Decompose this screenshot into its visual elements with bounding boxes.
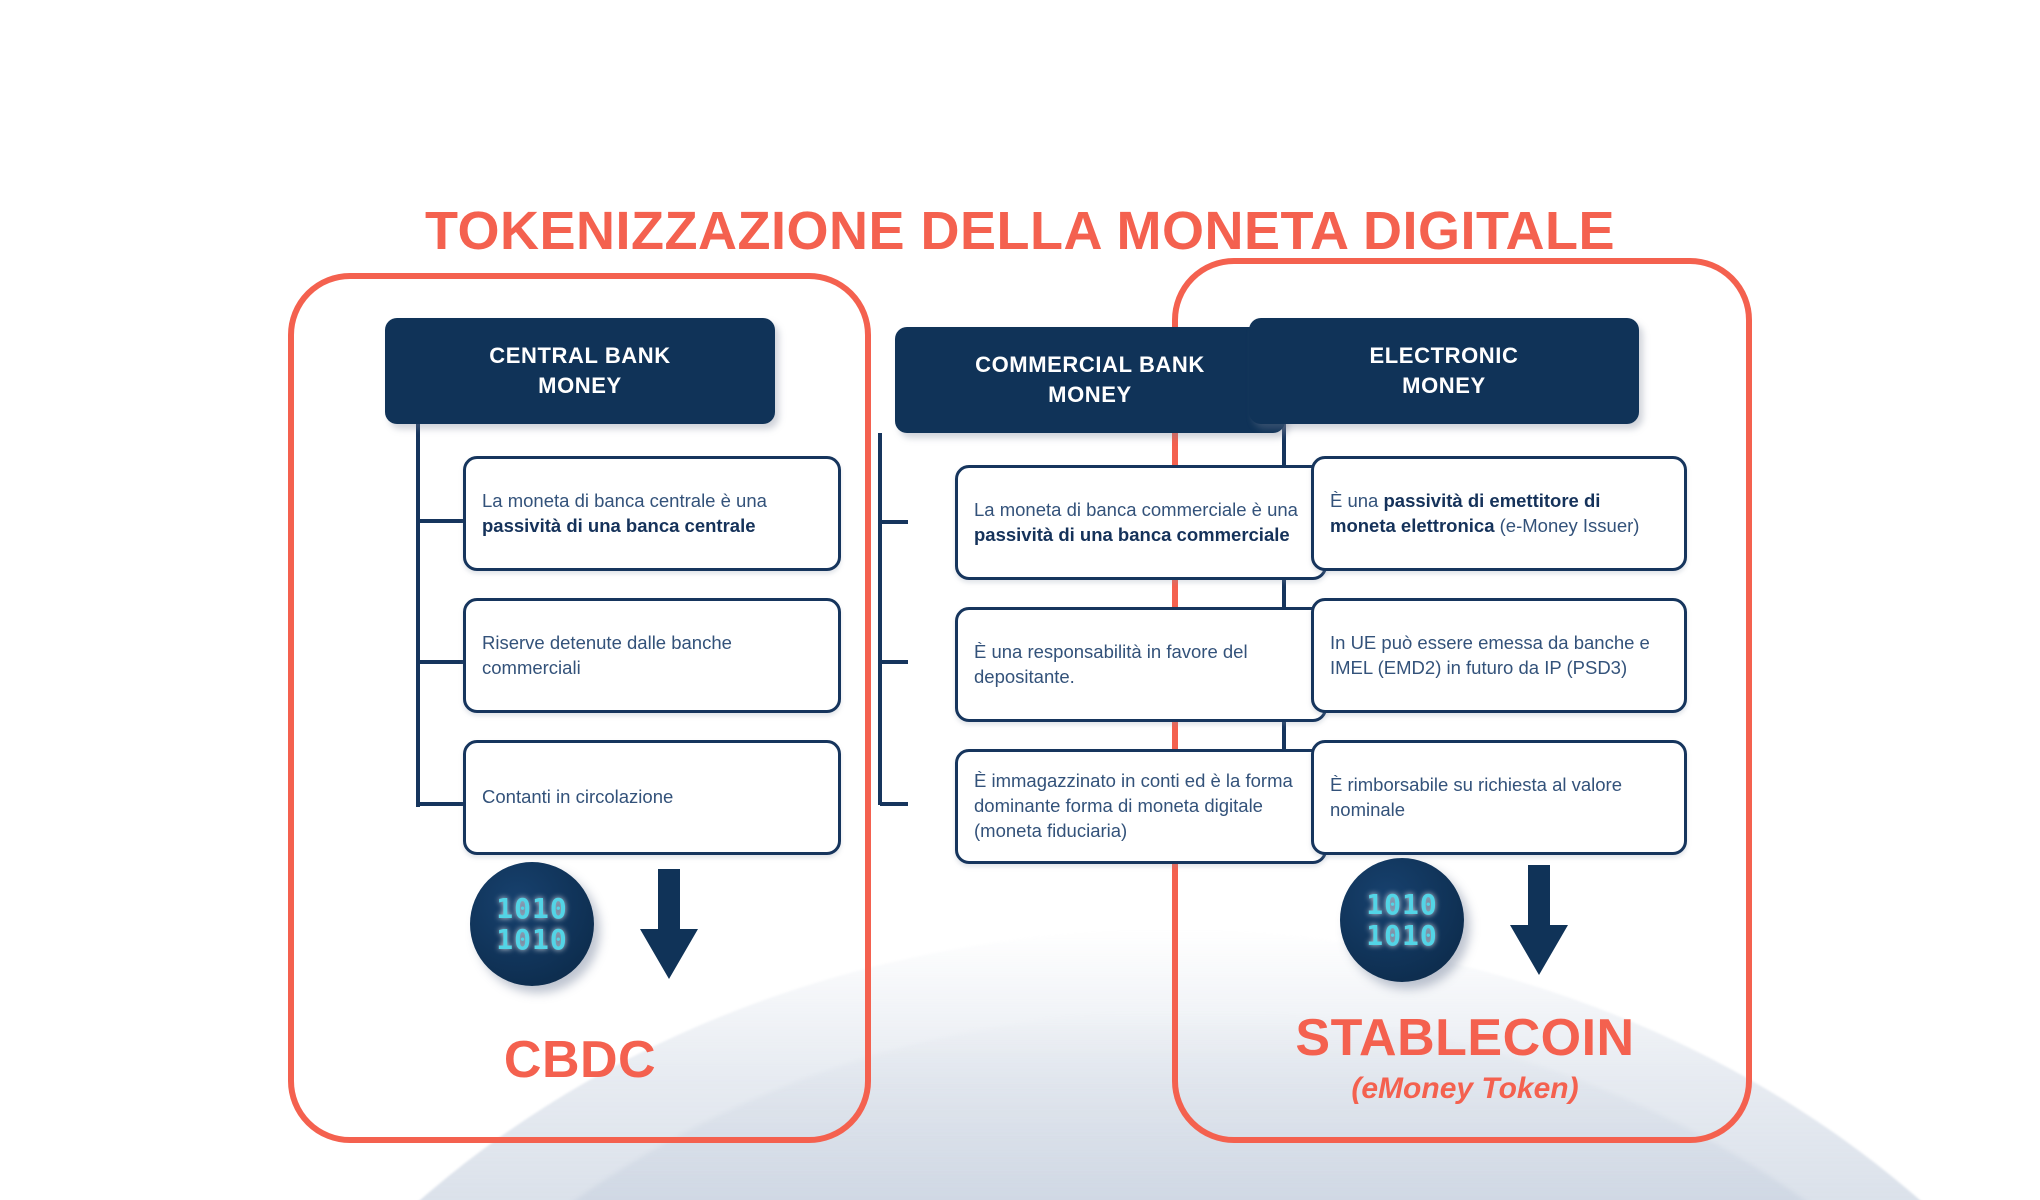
outcome-row-stablecoin: 1010 1010: [1340, 858, 1570, 982]
column-header-line1: COMMERCIAL BANK: [975, 352, 1205, 378]
fact-card: È rimborsabile su richiesta al valore no…: [1311, 740, 1687, 855]
digital-coin-icon: 1010 1010: [470, 862, 594, 986]
fact-card: Contanti in circolazione: [463, 740, 841, 855]
item-list-central-bank-money: La moneta di banca centrale è una passiv…: [385, 456, 841, 855]
outcome-label-sub: (eMoney Token): [1351, 1072, 1579, 1105]
fact-card: In UE può essere emessa da banche e IMEL…: [1311, 598, 1687, 713]
outcome-label-main: STABLECOIN: [1295, 1009, 1635, 1067]
outcome-row-cbdc: 1010 1010: [470, 862, 700, 986]
background-left-fade: [0, 0, 230, 1200]
column-commercial-bank-money: COMMERCIAL BANK MONEY La moneta di banca…: [895, 327, 1327, 891]
fact-text: La moneta di banca commerciale è una pas…: [974, 498, 1298, 545]
fact-text: La moneta di banca centrale è una passiv…: [482, 489, 767, 536]
arrow-down-icon: [640, 868, 698, 979]
column-central-bank-money: CENTRAL BANK MONEY La moneta di banca ce…: [385, 318, 841, 882]
column-header-line2: MONEY: [1048, 382, 1132, 407]
column-header-line2: MONEY: [538, 373, 622, 398]
page-title: TOKENIZZAZIONE DELLA MONETA DIGITALE: [425, 201, 1615, 261]
fact-text: Riserve detenute dalle banche commercial…: [482, 631, 732, 678]
outcome-label-main: CBDC: [503, 1031, 657, 1089]
column-header-line1: CENTRAL BANK: [489, 343, 671, 369]
column-header-electronic-money: ELECTRONIC MONEY: [1249, 318, 1639, 424]
fact-text: È rimborsabile su richiesta al valore no…: [1330, 773, 1623, 820]
outcome-label-stablecoin: STABLECOIN (eMoney Token): [1175, 1008, 1755, 1106]
fact-card: È immagazzinato in conti ed è la forma d…: [955, 749, 1327, 864]
column-header-central-bank-money: CENTRAL BANK MONEY: [385, 318, 775, 424]
fact-card: La moneta di banca centrale è una passiv…: [463, 456, 841, 571]
fact-text: In UE può essere emessa da banche e IMEL…: [1330, 631, 1650, 678]
column-electronic-money: ELECTRONIC MONEY È una passività di emet…: [1249, 318, 1687, 882]
coin-bits-line1: 1010: [496, 891, 568, 925]
item-list-commercial-bank-money: La moneta di banca commerciale è una pas…: [895, 465, 1327, 864]
arrow-down-icon: [1510, 864, 1568, 975]
column-header-line1: ELECTRONIC: [1369, 343, 1519, 369]
fact-card: La moneta di banca commerciale è una pas…: [955, 465, 1327, 580]
column-header-commercial-bank-money: COMMERCIAL BANK MONEY: [895, 327, 1285, 433]
column-header-line2: MONEY: [1402, 373, 1486, 398]
fact-text: Contanti in circolazione: [482, 786, 674, 808]
fact-card: Riserve detenute dalle banche commercial…: [463, 598, 841, 713]
outcome-label-cbdc: CBDC: [300, 1030, 860, 1090]
coin-bits-line1: 1010: [1366, 887, 1438, 921]
coin-bits-line2: 1010: [496, 923, 568, 956]
fact-text: È una responsabilità in favore del depos…: [974, 640, 1248, 687]
item-list-electronic-money: È una passività di emettitore di moneta …: [1249, 456, 1687, 855]
fact-text: È una passività di emettitore di moneta …: [1330, 489, 1640, 536]
digital-coin-icon: 1010 1010: [1340, 858, 1464, 982]
fact-card: È una responsabilità in favore del depos…: [955, 607, 1327, 722]
fact-text: È immagazzinato in conti ed è la forma d…: [974, 770, 1293, 841]
fact-card: È una passività di emettitore di moneta …: [1311, 456, 1687, 571]
coin-bits-line2: 1010: [1366, 919, 1438, 952]
